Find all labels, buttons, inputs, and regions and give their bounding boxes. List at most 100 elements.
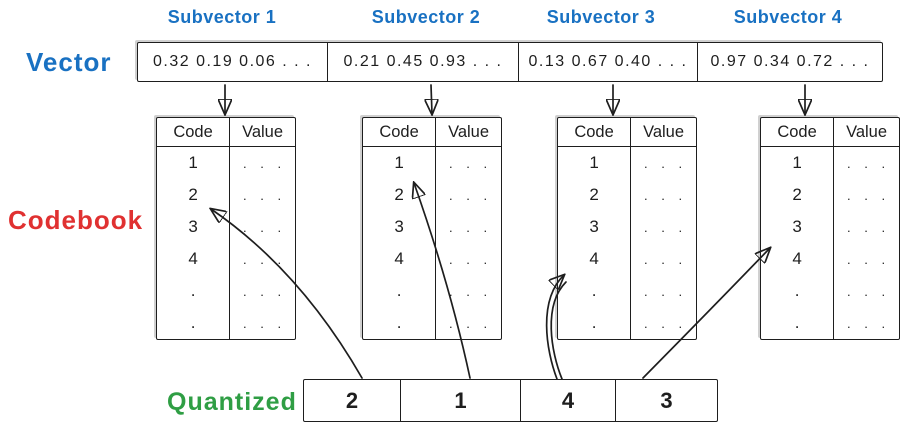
codebook-row-code: . <box>363 307 437 339</box>
codebook-row: 3 . . . <box>363 211 501 243</box>
codebook-row-code: . <box>558 307 632 339</box>
codebook-table-header: Code Value <box>363 118 501 147</box>
subvector-4-label: Subvector 4 <box>733 7 843 27</box>
codebook-row-value: . . . <box>449 155 493 171</box>
codebook-table-header: Code Value <box>157 118 295 147</box>
codebook-row: .. . . <box>761 275 899 307</box>
codebook-row: 4 . . . <box>558 243 696 275</box>
codebook-row-code: . <box>558 275 632 307</box>
codebook-row-code: 4 <box>363 243 437 275</box>
codebook-row-value: . . . <box>847 219 891 235</box>
codebook-row-code: 2 <box>363 179 437 211</box>
quantized-label: Quantized <box>167 388 297 416</box>
quantized-cell-1: 2 <box>304 380 401 421</box>
codebook-row-code: 2 <box>761 179 835 211</box>
codebook-table-header: Code Value <box>761 118 899 147</box>
codebook-label: Codebook <box>8 205 144 235</box>
codebook-table-2: Code Value 1. . .2 . . . 3 . . . 4 . . .. . . ..… <box>362 117 502 340</box>
codebook-row: . . . . <box>558 275 696 307</box>
codebook-row: . . . . <box>558 307 696 339</box>
codebook-row-code: 1 <box>761 147 835 179</box>
value-column-header: Value <box>846 122 888 141</box>
value-column-header: Value <box>448 122 490 141</box>
codebook-row: .. . . <box>157 275 295 307</box>
codebook-row-value: . . . <box>644 315 688 331</box>
codebook-row-value: . . . <box>847 315 891 331</box>
vector-cell-3: 0.13 0.67 0.40 . . . <box>519 43 698 81</box>
codebook-row-value: . . . <box>644 283 688 299</box>
codebook-row-code: 4 <box>157 243 231 275</box>
codebook-row: 1 . . . <box>761 147 899 179</box>
codebook-row: . . . . <box>157 307 295 339</box>
code-column-header: Code <box>157 118 231 146</box>
vector-cell-4: 0.97 0.34 0.72 . . . <box>710 53 870 70</box>
codebook-row: 3 . . . <box>761 211 899 243</box>
quantized-cell-2: 1 <box>401 380 521 421</box>
codebook-row-code: . <box>363 275 437 307</box>
codebook-row-code: 4 <box>761 243 835 275</box>
codebook-row: 2 . . . <box>363 179 501 211</box>
codebook-row: 2 . . . <box>761 179 899 211</box>
quantized-cell-4: 3 <box>660 387 673 413</box>
code-column-header: Code <box>761 118 835 146</box>
codebook-row: 1. . . <box>363 147 501 179</box>
vector-label: Vector <box>26 47 112 77</box>
codebook-row-code: 4 <box>558 243 632 275</box>
codebook-row-code: . <box>157 275 231 307</box>
quantized-cell-3: 4 <box>521 380 616 421</box>
arrow-down-icon-subvector-2 <box>431 84 432 114</box>
codebook-row: 2 . . . <box>558 179 696 211</box>
vector-box: 0.32 0.19 0.06 . . . 0.21 0.45 0.93 . . … <box>137 42 883 82</box>
codebook-row: . . . . <box>363 307 501 339</box>
codebook-table-body: 1. . .2. . .3. . .4. . ... . ... . . <box>761 147 899 339</box>
codebook-row-code: 3 <box>558 211 632 243</box>
codebook-row-value: . . . <box>449 187 493 203</box>
code-column-header: Code <box>363 118 437 146</box>
subvector-3-label: Subvector 3 <box>546 7 656 27</box>
codebook-table-body: 1. . .2 . . . 3 . . . 4 . . .. . . .. . . . <box>363 147 501 339</box>
value-column-header: Value <box>242 122 284 141</box>
codebook-row-value: . . . <box>644 187 688 203</box>
codebook-row: 4 . . . <box>363 243 501 275</box>
codebook-row-value: . . . <box>644 155 688 171</box>
codebook-row-code: 2 <box>558 179 632 211</box>
codebook-row-code: 3 <box>363 211 437 243</box>
codebook-row-value: . . . <box>449 315 493 331</box>
codebook-row-value: . . . <box>644 251 688 267</box>
quantized-box: 2 1 4 3 <box>303 379 718 422</box>
codebook-row-value: . . . <box>449 251 493 267</box>
codebook-row-value: . . . <box>449 283 493 299</box>
codebook-table-1: Code Value 1 . . . 2 . . . 3 . . . 4 . . . .. . ..… <box>156 117 296 340</box>
codebook-row-value: . . . <box>847 283 891 299</box>
codebook-row: 4 . . . <box>761 243 899 275</box>
codebook-row-value: . . . <box>847 187 891 203</box>
codebook-row-code: 1 <box>558 147 632 179</box>
codebook-row-code: 3 <box>761 211 835 243</box>
codebook-row: 1 . . . <box>157 147 295 179</box>
codebook-row-value: . . . <box>847 251 891 267</box>
codebook-row-value: . . . <box>243 251 287 267</box>
codebook-row-code: 2 <box>157 179 231 211</box>
codebook-table-body: 1. . .2. . .3. . .4. . ... . ... . . <box>157 147 295 339</box>
codebook-row-value: . . . <box>449 219 493 235</box>
vector-cell-1: 0.32 0.19 0.06 . . . <box>138 43 328 81</box>
codebook-row-value: . . . <box>243 315 287 331</box>
codebook-row-value: . . . <box>243 155 287 171</box>
codebook-row: 3 . . . <box>558 211 696 243</box>
codebook-row-value: . . . <box>243 219 287 235</box>
vector-cell-2: 0.21 0.45 0.93 . . . <box>328 43 519 81</box>
codebook-row: .. . . <box>761 307 899 339</box>
codebook-row-code: . <box>157 307 231 339</box>
codebook-row-code: 1 <box>157 147 231 179</box>
codebook-row-value: . . . <box>847 155 891 171</box>
codebook-row-code: 3 <box>157 211 231 243</box>
codebook-row: . . . . <box>363 275 501 307</box>
codebook-row: 4 . . . <box>157 243 295 275</box>
codebook-row-value: . . . <box>644 219 688 235</box>
subvector-1-label: Subvector 1 <box>167 7 277 27</box>
value-column-header: Value <box>643 122 685 141</box>
